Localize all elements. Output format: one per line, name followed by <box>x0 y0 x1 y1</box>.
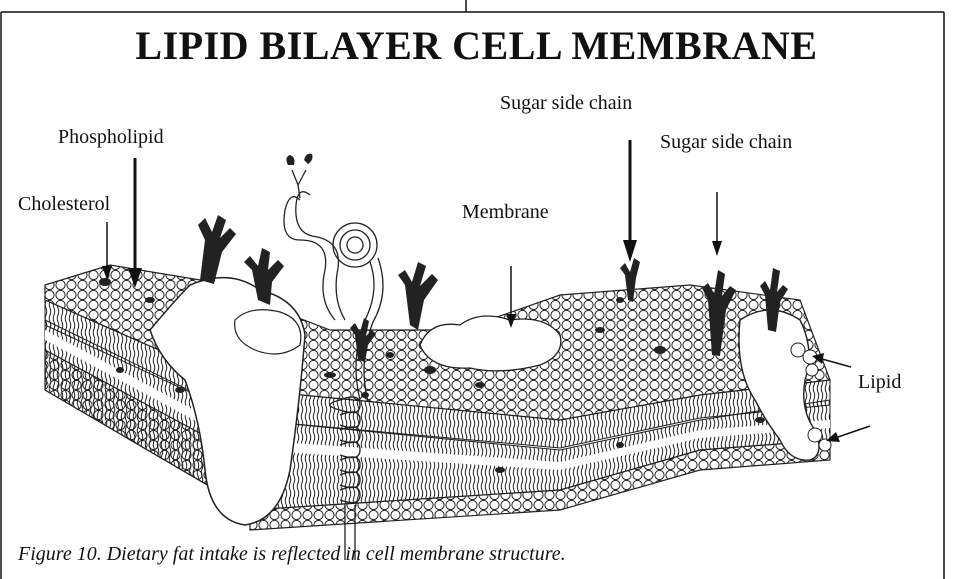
label-sugar-side-chain-2: Sugar side chain <box>660 131 792 154</box>
label-sugar-side-chain-1: Sugar side chain <box>500 92 632 115</box>
figure-caption: Figure 10. Dietary fat intake is reflect… <box>18 543 566 566</box>
membrane-sheet <box>45 154 831 560</box>
label-cholesterol: Cholesterol <box>18 193 110 216</box>
diagram-title: LIPID BILAYER CELL MEMBRANE <box>0 22 953 69</box>
label-membrane: Membrane <box>462 201 549 224</box>
label-lipid: Lipid <box>858 371 901 394</box>
label-phospholipid: Phospholipid <box>58 126 164 149</box>
